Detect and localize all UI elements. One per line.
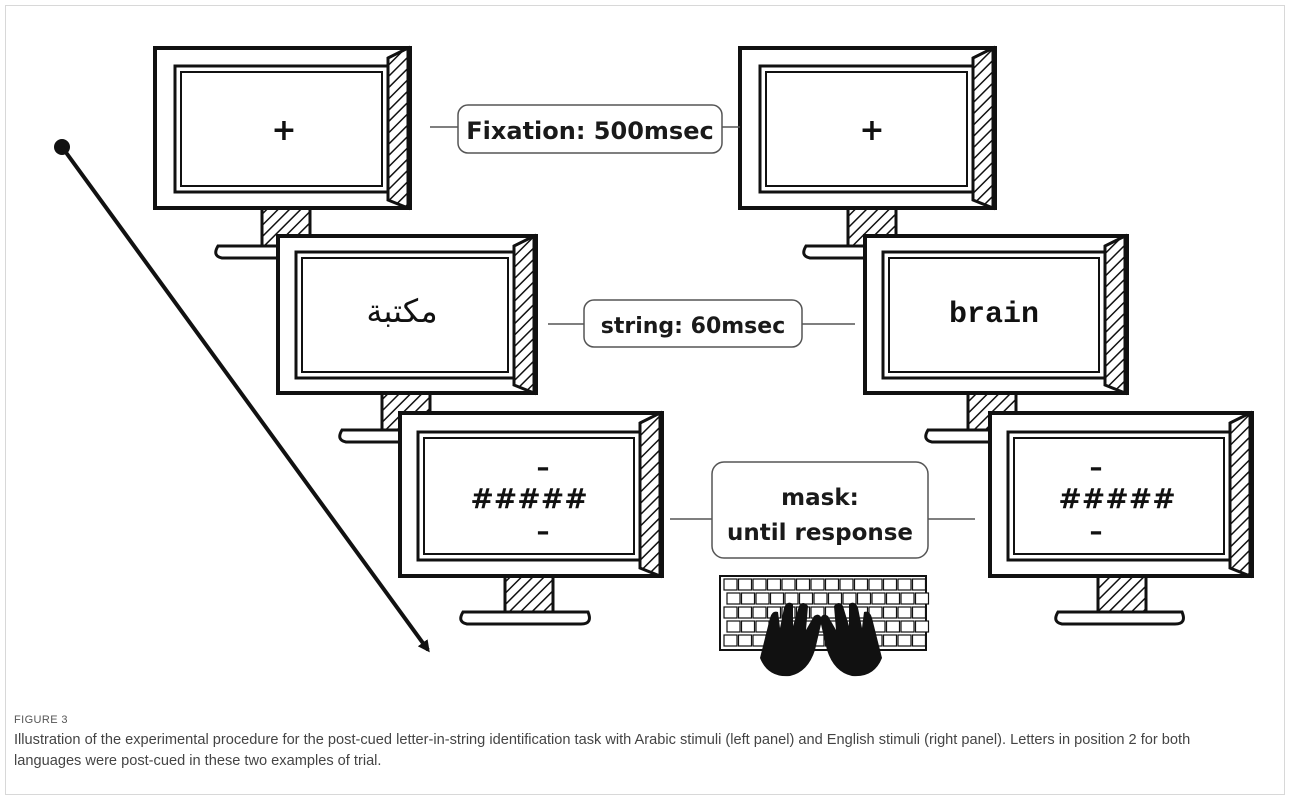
english-monitor-string: brain bbox=[863, 233, 1129, 444]
english-monitor-fixation: + bbox=[738, 45, 997, 260]
figure-frame bbox=[5, 5, 1285, 795]
figure-label: FIGURE 3 bbox=[14, 714, 68, 726]
arabic-string-stimulus: مكتبة bbox=[366, 292, 437, 330]
english-mask: ##### bbox=[1058, 482, 1175, 515]
fixation-label: Fixation: 500msec bbox=[430, 104, 740, 154]
arabic-monitor-mask: – ##### – bbox=[398, 410, 664, 626]
fixation-label-text: Fixation: 500msec bbox=[466, 117, 713, 145]
mask-label: mask: until response bbox=[670, 461, 975, 559]
english-cue-top: – bbox=[1090, 453, 1103, 483]
arabic-cue-bottom: – bbox=[537, 517, 550, 547]
mask-label-line1: mask: bbox=[781, 485, 859, 511]
time-arrow bbox=[54, 139, 430, 653]
procedure-diagram: + مكتبة – ##### – + bbox=[54, 45, 1254, 677]
figure-caption: Illustration of the experimental procedu… bbox=[14, 732, 1191, 769]
arabic-cue-top: – bbox=[537, 453, 550, 483]
mask-label-line2: until response bbox=[727, 520, 913, 546]
english-monitor-mask: – ##### – bbox=[988, 410, 1254, 626]
arabic-mask: ##### bbox=[470, 482, 587, 515]
arabic-monitor-fixation: + bbox=[153, 45, 412, 260]
english-string-stimulus: brain bbox=[949, 298, 1039, 332]
string-label: string: 60msec bbox=[548, 299, 855, 348]
english-fixation-cross: + bbox=[859, 113, 884, 148]
hands-icon bbox=[760, 602, 882, 677]
arabic-monitor-string: مكتبة bbox=[276, 233, 538, 444]
string-label-text: string: 60msec bbox=[601, 314, 785, 339]
arabic-fixation-cross: + bbox=[271, 113, 296, 148]
english-cue-bottom: – bbox=[1090, 517, 1103, 547]
keyboard-icon bbox=[719, 575, 930, 651]
